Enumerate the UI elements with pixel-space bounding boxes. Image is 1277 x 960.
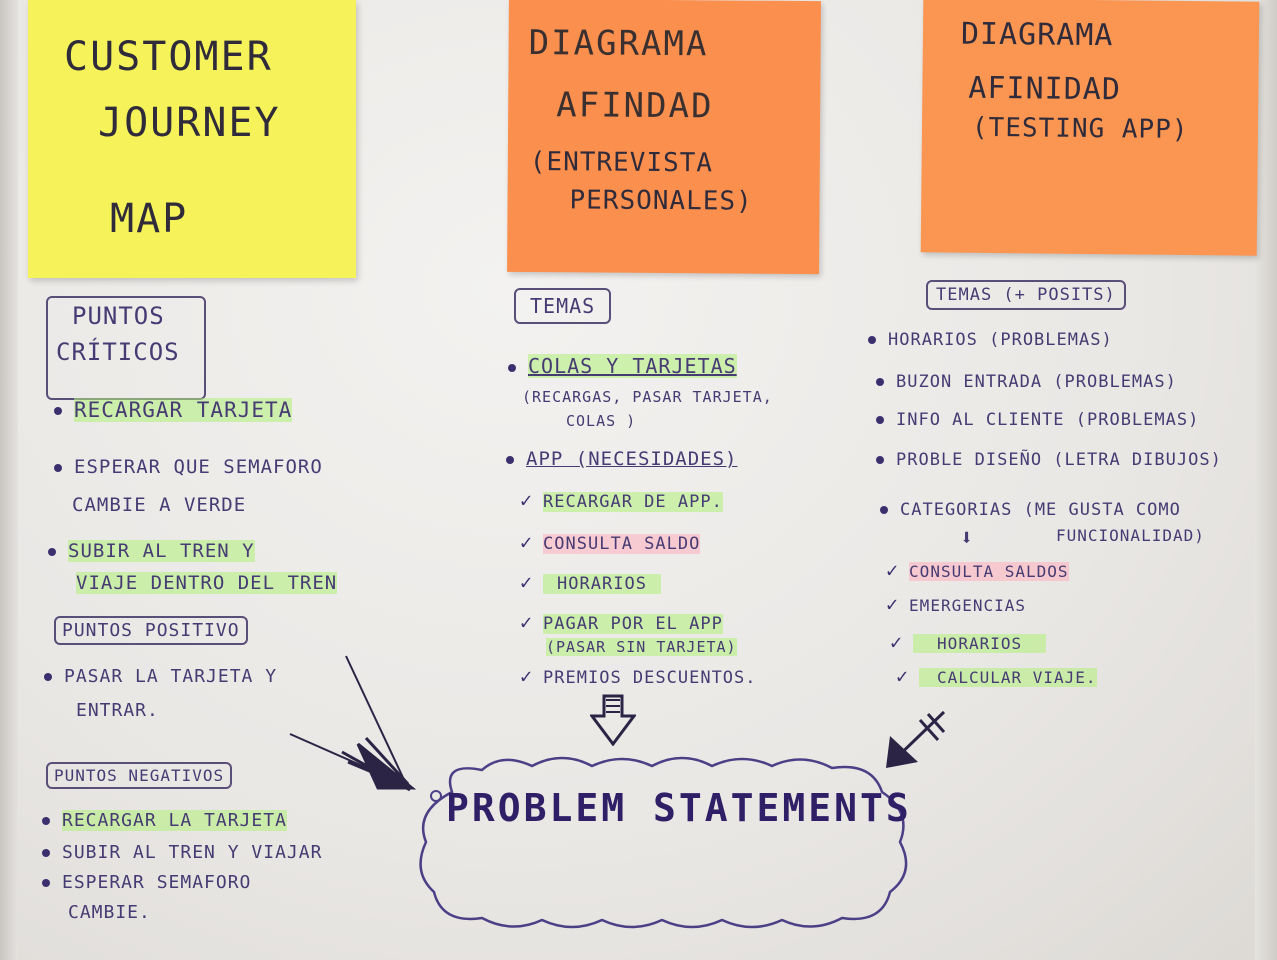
temas-posits-title: TEMAS (+ POSITS)	[926, 280, 1126, 310]
puntos-positivo-title: PUNTOS POSITIVO	[54, 616, 248, 645]
bullet-dot-icon	[54, 407, 62, 415]
down-arrow-icon: ⬇	[960, 526, 975, 551]
bullet-dot-icon	[880, 506, 888, 514]
bullet-dot-icon	[876, 378, 884, 386]
checkmark-icon: ✓	[890, 630, 904, 654]
note-line: CUSTOMER	[64, 34, 273, 80]
testing-check-item: ✓CONSULTA SALDOS	[886, 558, 1069, 582]
categorias-sub: FUNCIONALIDAD)	[1056, 526, 1205, 545]
sticky-note-diagrama-afinidad-entrevista: DIAGRAMA AFINDAD (ENTREVISTA PERSONALES)	[507, 0, 821, 275]
app-item: APP (NECESIDADES)	[506, 448, 737, 470]
note-line: AFINDAD	[556, 85, 714, 127]
positivo-item-cont: ENTRAR.	[76, 700, 159, 721]
diagonal-arrow-icon	[886, 710, 946, 768]
note-line: (ENTREVISTA	[529, 147, 714, 179]
app-check-item: ✓RECARGAR DE APP.	[520, 488, 723, 512]
positivo-item: PASAR LA TARJETA Y	[44, 666, 277, 687]
critico-item-cont: CAMBIE A VERDE	[72, 494, 247, 516]
checkmark-icon: ✓	[896, 664, 910, 688]
note-line: MAP	[110, 196, 189, 242]
checkmark-icon: ✓	[886, 592, 900, 616]
note-line: DIAGRAMA	[528, 23, 709, 65]
colas-item: COLAS Y TARJETAS	[508, 354, 737, 378]
checkmark-icon: ✓	[520, 664, 534, 688]
app-check-item: ✓PAGAR POR EL APP	[520, 610, 723, 634]
app-check-item: ✓PREMIOS DESCUENTOS.	[520, 664, 757, 688]
bullet-dot-icon	[508, 363, 516, 372]
app-check-item: ✓CONSULTA SALDO	[520, 530, 701, 554]
bullet-dot-icon	[44, 673, 52, 681]
box-line: PUNTOS	[72, 302, 165, 330]
sticky-note-customer-journey: CUSTOMER JOURNEY MAP	[28, 0, 356, 278]
bullet-dot-icon	[506, 455, 514, 464]
note-line: AFINIDAD	[968, 70, 1122, 108]
pagar-sub: (PASAR SIN TARJETA)	[546, 638, 737, 656]
bullet-dot-icon	[42, 817, 50, 825]
box-line: CRÍTICOS	[56, 338, 180, 366]
problem-statements-cloud	[419, 756, 908, 929]
testing-check-item: ✓HORARIOS	[890, 630, 1047, 654]
diagonal-arrow-icon	[289, 655, 417, 792]
bullet-dot-icon	[42, 849, 50, 857]
problem-statements-title: PROBLEM STATEMENTS	[446, 786, 912, 830]
bullet-dot-icon	[876, 456, 884, 464]
testing-check-item: ✓CALCULAR VIAJE.	[896, 664, 1097, 688]
critico-item: RECARGAR TARJETA	[54, 398, 293, 422]
negativo-item: ESPERAR SEMAFORO	[42, 872, 251, 893]
temas-title: TEMAS	[514, 288, 612, 324]
note-line: JOURNEY	[98, 100, 281, 146]
checkmark-icon: ✓	[520, 570, 534, 594]
checkmark-icon: ✓	[520, 610, 534, 634]
checkmark-icon: ✓	[520, 488, 534, 512]
testing-check-item: ✓EMERGENCIAS	[886, 592, 1027, 616]
checkmark-icon: ✓	[520, 530, 534, 554]
puntos-criticos-box: PUNTOS CRÍTICOS	[46, 296, 206, 400]
bullet-dot-icon	[54, 463, 62, 472]
checkmark-icon: ✓	[886, 558, 900, 582]
negativo-item: SUBIR AL TREN Y VIAJAR	[42, 842, 322, 863]
bullet-dot-icon	[876, 416, 884, 424]
testing-item: BUZON ENTRADA (PROBLEMAS)	[876, 372, 1177, 392]
testing-item: INFO AL CLIENTE (PROBLEMAS)	[876, 410, 1199, 430]
negativo-item: RECARGAR LA TARJETA	[42, 810, 287, 831]
colas-sub: (RECARGAS, PASAR TARJETA,	[522, 388, 773, 406]
note-line: (TESTING APP)	[971, 112, 1189, 146]
testing-item: CATEGORIAS (ME GUSTA COMO	[880, 500, 1181, 520]
testing-item: PROBLE DISEÑO (LETRA DIBUJOS)	[876, 450, 1222, 470]
paper-edge-left	[0, 0, 18, 960]
app-check-item: ✓HORARIOS	[520, 570, 661, 594]
critico-item-cont: VIAJE DENTRO DEL TREN	[76, 572, 338, 594]
bullet-dot-icon	[48, 547, 56, 556]
negativo-item-cont: CAMBIE.	[68, 902, 151, 923]
critico-item: ESPERAR QUE SEMAFORO	[54, 456, 323, 478]
down-arrow-icon	[590, 694, 636, 746]
critico-item: SUBIR AL TREN Y	[48, 540, 255, 562]
note-line: DIAGRAMA	[960, 16, 1114, 54]
note-line: PERSONALES)	[569, 185, 753, 217]
bullet-dot-icon	[42, 879, 50, 887]
bullet-dot-icon	[868, 336, 876, 344]
puntos-negativos-title: PUNTOS NEGATIVOS	[46, 762, 233, 789]
sticky-note-diagrama-afinidad-testing: DIAGRAMA AFINIDAD (TESTING APP)	[920, 0, 1260, 256]
colas-sub: COLAS )	[566, 412, 637, 430]
testing-item: HORARIOS (PROBLEMAS)	[868, 330, 1113, 350]
paper-edge-right	[1255, 0, 1277, 960]
